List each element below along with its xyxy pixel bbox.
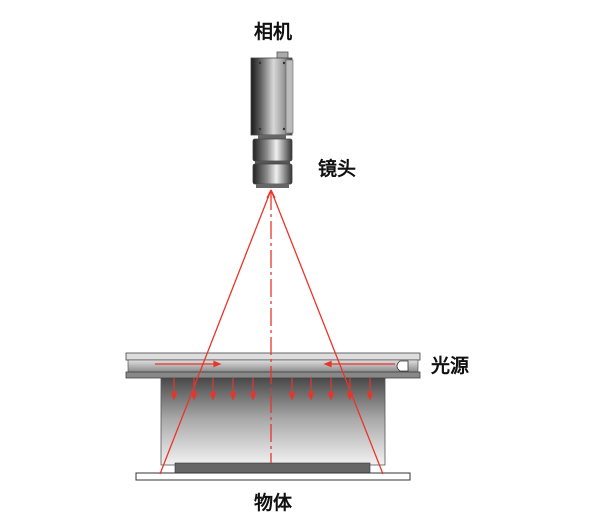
base-plate bbox=[135, 472, 411, 481]
light-arrow-head bbox=[170, 392, 178, 401]
light-arrow-head bbox=[366, 392, 374, 401]
light-arrow-head bbox=[209, 392, 217, 401]
light-arrow-head bbox=[190, 392, 198, 401]
field-of-view-rays bbox=[159, 189, 384, 475]
lens-label: 镜头 bbox=[318, 158, 357, 180]
object-label: 物体 bbox=[254, 492, 293, 514]
light-source-label: 光源 bbox=[431, 355, 470, 377]
light-source bbox=[125, 352, 421, 466]
light-arrow-head bbox=[307, 392, 315, 401]
lamp-icon bbox=[396, 360, 409, 372]
light-arrow-head bbox=[229, 392, 237, 401]
light-arrow-head bbox=[327, 392, 335, 401]
light-arrow-head bbox=[288, 392, 296, 401]
object-part bbox=[174, 462, 371, 474]
lens bbox=[252, 138, 293, 188]
camera bbox=[250, 51, 294, 139]
light-arrow-head bbox=[249, 392, 257, 401]
camera-label: 相机 bbox=[254, 21, 293, 43]
